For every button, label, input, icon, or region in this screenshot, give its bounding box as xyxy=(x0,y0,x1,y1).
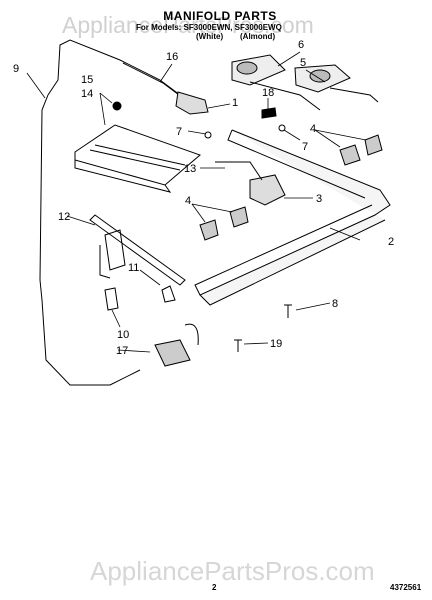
callout-18: 18 xyxy=(262,87,274,99)
callout-15: 15 xyxy=(81,74,93,86)
variant-white: (White) xyxy=(196,32,224,41)
page-number: 2 xyxy=(212,583,217,592)
bracket xyxy=(89,214,186,286)
callout-7a: 7 xyxy=(176,126,182,138)
callout-8: 8 xyxy=(332,298,338,310)
callout-1: 1 xyxy=(232,97,238,109)
callout-4a: 4 xyxy=(310,123,316,135)
callout-4b: 4 xyxy=(185,195,191,207)
callout-10: 10 xyxy=(117,329,129,341)
callout-9: 9 xyxy=(13,63,19,75)
valve-4-middle xyxy=(199,206,249,241)
callout-6: 6 xyxy=(298,39,304,51)
manifold-pipe xyxy=(199,129,391,306)
callout-3: 3 xyxy=(316,193,322,205)
document-number: 4372561 xyxy=(390,583,422,592)
bracket-10 xyxy=(104,287,119,311)
bracket-18 xyxy=(261,107,277,119)
callout-19: 19 xyxy=(270,338,282,350)
orifice-valve xyxy=(175,91,209,115)
burner-shield xyxy=(74,124,201,186)
clip-11 xyxy=(161,285,176,303)
fitting-15 xyxy=(112,101,122,111)
model-list: For Models: SF3000EWN, SF3000EWQ xyxy=(136,23,282,32)
valve-4-right xyxy=(339,134,383,166)
callout-14: 14 xyxy=(81,88,93,100)
callout-11: 11 xyxy=(128,262,139,274)
screw-19 xyxy=(234,339,242,352)
page-title: MANIFOLD PARTS xyxy=(163,9,277,23)
callout-16: 16 xyxy=(166,51,178,63)
gas-tube xyxy=(39,39,181,386)
callout-5: 5 xyxy=(300,57,306,69)
screw-8 xyxy=(284,304,292,318)
screw-7-right xyxy=(278,124,286,132)
igniter-switch-17 xyxy=(154,339,191,367)
callout-7b: 7 xyxy=(302,141,308,153)
variant-almond: (Almond) xyxy=(240,32,276,41)
spark-wire xyxy=(215,161,263,181)
callout-13: 13 xyxy=(184,163,196,175)
valve-assembly-3 xyxy=(249,174,286,206)
callout-12: 12 xyxy=(58,211,70,223)
callout-17: 17 xyxy=(116,345,128,357)
callout-2: 2 xyxy=(388,236,394,248)
screw-7-left xyxy=(204,131,212,139)
